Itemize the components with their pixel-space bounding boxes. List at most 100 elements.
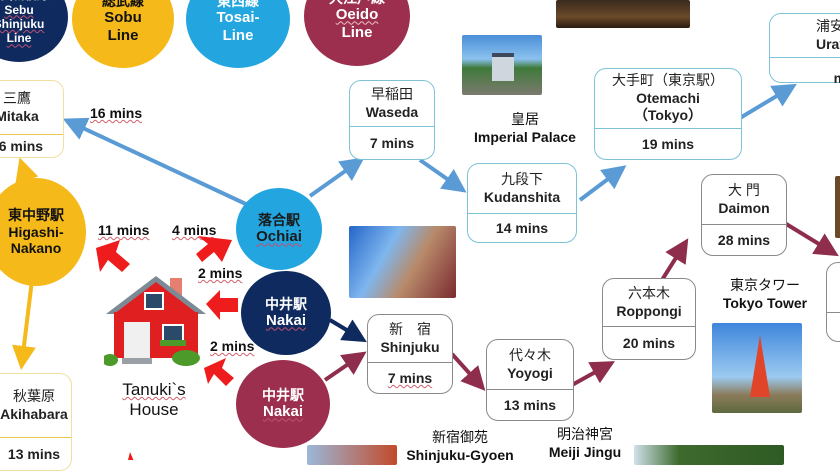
travel-time: 41 mins [833,70,840,86]
edge-photo [835,176,840,238]
station-jp: 中井駅 [265,295,307,312]
station-jp: 浦安 [816,18,840,34]
landmark-jp: 東京タワー [730,277,800,293]
station-jp: 早稲田 [371,86,413,102]
landmark-en: Shinjuku-Gyoen [406,447,514,464]
line-jp-name: 総武線 [102,0,144,9]
line-en-name: Sobu [104,9,142,27]
station-circle-nakai-oedo: 中井駅 Nakai [236,360,330,448]
tower-shape [750,335,770,397]
landmark-en: Tokyo Tower [722,295,808,312]
walk-arrows [96,236,238,460]
station-en: Ochiai [256,228,302,246]
line-en-name: Line [107,27,139,45]
station-en: Akihabara [0,405,68,422]
station-en: Yoyogi [507,364,553,381]
station-jp: 九段下 [501,171,543,187]
red-arrow-icon [204,358,234,386]
station-en: Shinjuku [380,338,440,355]
station-circle-ochiai: 落合駅 Ochiai [236,188,322,270]
line-en-name: Line [6,31,32,46]
tokyo-station-photo [556,0,690,28]
station-jp: 落合駅 [258,211,300,228]
station-en: Nakai [265,312,307,330]
travel-time: 13 mins [7,446,61,462]
station-jp: 大 門 [728,182,760,198]
line-en-name: Line [341,24,373,42]
landmark-jp: 明治神宮 [557,426,613,442]
travel-time: 20 mins [622,335,676,351]
station-en: Roppongi [616,302,682,319]
walk-time-nakai-oedo: 2 mins [210,338,255,354]
travel-time: 16 mins [0,138,44,154]
station-en: Nakano [10,240,62,257]
walk-time-nakai-seibu: 2 mins [198,265,243,281]
station-en: Daimon [718,199,770,216]
travel-time: 13 mins [503,397,557,413]
line-en-name: Oeido [335,6,379,24]
station-en: Kudanshita [483,188,561,205]
station-en: Higashi- [8,223,64,240]
tokyo-tower-photo [712,323,802,413]
red-arrow-icon [206,290,238,320]
castle-shape [492,53,514,81]
station-circle-higashi-nakano: 東中野駅 Higashi- Nakano [0,178,86,286]
walk-time-ochiai: 4 mins [172,222,217,238]
station-en: Nakai [262,403,304,421]
landmark-en: Imperial Palace [474,129,576,146]
station-box-urayasu: 浦安Urayasu 41 mins [769,13,840,86]
landmark-en: Meiji Jingu [548,444,622,461]
station-jp: 六本木 [628,285,670,301]
travel-time: 7 mins [387,370,433,386]
home-name-line2: House [129,400,179,420]
red-arrow-icon [196,236,232,262]
travel-time: 14 mins [495,220,549,236]
home-name-line1: Tanuki`s [122,380,186,399]
shinjuku-photo [349,226,456,298]
station-circle-nakai-seibu: 中井駅 Nakai [241,271,331,355]
travel-time: 28 mins [717,232,771,248]
house-icon [102,272,208,368]
line-jp-name: 西武新宿線 [0,0,49,3]
station-jp: 三鷹 [3,90,31,106]
line-en-name: Line [222,27,254,45]
station-jp: 東中野駅 [8,206,64,223]
travel-time: 19 mins [641,136,695,152]
station-en: Mitaka [0,107,39,124]
home-label: Tanuki`s House [104,380,204,421]
landmark-tokyo-tower: 東京タワー Tokyo Tower [710,276,820,312]
line-en-name: Sebu [4,2,34,17]
walk-time-higashi-nakano: 11 mins [98,222,150,238]
red-arrow-icon [128,452,134,460]
landmark-imperial-palace: 皇居 Imperial Palace [465,110,585,146]
red-arrow-icon [96,240,130,272]
station-en: Waseda [365,103,419,120]
station-en: Urayasu [816,35,840,52]
landmark-jp: 皇居 [511,111,539,127]
landmark-meiji-jingu: 明治神宮 Meiji Jingu [540,425,630,461]
landmark-shinjuku-gyoen: 新宿御苑 Shinjuku-Gyoen [400,428,520,464]
line-en-name: Tosai- [216,9,260,27]
imperial-palace-photo [462,35,542,95]
landmark-jp: 新宿御苑 [432,429,488,445]
travel-time: 7 mins [369,135,415,151]
station-en: Otemachi [636,89,700,106]
station-box-otemachi: 大手町（東京駅）Otemachi（Tokyo） 19 mins [594,68,742,160]
station-jp: 中井駅 [262,386,304,403]
line-jp-name: 大江戸線 [329,0,385,6]
station-jp: 新 宿 [389,321,431,337]
station-jp: 秋葉原 [13,388,55,404]
edge-time-label: 16 mins [90,105,143,121]
station-jp: 大手町（東京駅） [612,72,724,89]
line-badge-seibu-shinjuku: 西武新宿線 Sebu Shinjuku Line [0,0,68,62]
line-jp-name: 東西線 [217,0,259,9]
station-en-sub: （Tokyo） [633,107,703,124]
